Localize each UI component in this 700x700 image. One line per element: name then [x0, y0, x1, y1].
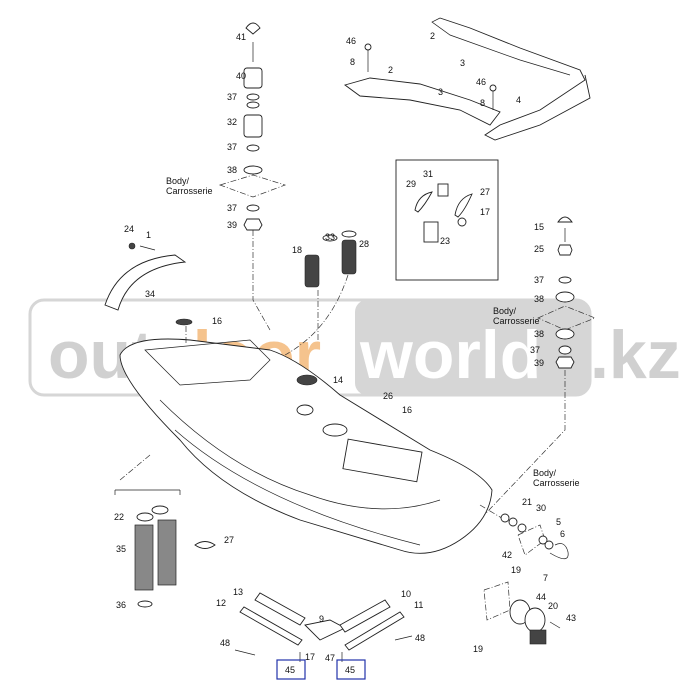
callout-21: 21: [522, 497, 532, 507]
callout-20: 20: [548, 601, 558, 611]
callout-42: 42: [502, 550, 512, 560]
grip-parts: [284, 230, 357, 356]
body-label-line1: Body/: [533, 468, 557, 478]
callout-26: 26: [383, 391, 393, 401]
callout-44: 44: [536, 592, 546, 602]
callout-22: 22: [114, 512, 124, 522]
watermark-kz: .kz: [590, 317, 681, 393]
callout-38: 38: [227, 165, 237, 175]
callout-23: 23: [440, 236, 450, 246]
callout-37: 37: [530, 345, 540, 355]
callout-17: 17: [305, 652, 315, 662]
callout-5: 5: [556, 517, 561, 527]
callout-38: 38: [534, 294, 544, 304]
callout-34: 34: [145, 289, 155, 299]
callout-12: 12: [216, 598, 226, 608]
callout-1: 1: [146, 230, 151, 240]
callout-29: 29: [406, 179, 416, 189]
callout-27: 27: [480, 187, 490, 197]
callout-2: 2: [430, 31, 435, 41]
callout-40: 40: [236, 71, 246, 81]
callout-46: 46: [476, 77, 486, 87]
callout-19: 19: [511, 565, 521, 575]
grab-handle-part: [104, 254, 187, 311]
callout-17: 17: [480, 207, 490, 217]
callout-43: 43: [566, 613, 576, 623]
callout-39: 39: [227, 220, 237, 230]
callout-38: 38: [534, 329, 544, 339]
callout-41: 41: [236, 32, 246, 42]
watercraft-hull: [114, 318, 493, 554]
callout-13: 13: [233, 587, 243, 597]
callout-labels: 41 40 37 32 37 38 37 39 46 8 2 2 3 3 46 …: [114, 31, 580, 680]
callout-14: 14: [333, 375, 343, 385]
callout-16: 16: [402, 405, 412, 415]
callout-19: 19: [473, 644, 483, 654]
callout-37: 37: [227, 92, 237, 102]
callout-25: 25: [534, 244, 544, 254]
callout-6: 6: [560, 529, 565, 539]
watermark-world: world: [359, 317, 541, 393]
callout-28: 28: [359, 239, 369, 249]
callout-47: 47: [325, 653, 335, 663]
body-label-line2: Carrosserie: [493, 316, 540, 326]
callout-9: 9: [319, 614, 324, 624]
rear-hardware-parts: [479, 504, 569, 645]
callout-36: 36: [116, 600, 126, 610]
callout-30: 30: [536, 503, 546, 513]
callout-15: 15: [534, 222, 544, 232]
callout-7: 7: [543, 573, 548, 583]
callout-8: 8: [480, 98, 485, 108]
callout-2: 2: [388, 65, 393, 75]
body-label-line2: Carrosserie: [533, 478, 580, 488]
callout-3: 3: [460, 58, 465, 68]
callout-46: 46: [346, 36, 356, 46]
hardware-kit-box: [395, 159, 499, 281]
callout-45-boxed: 45: [345, 665, 355, 675]
body-label-line1: Body/: [493, 306, 517, 316]
callout-35: 35: [116, 544, 126, 554]
callout-27: 27: [224, 535, 234, 545]
callout-48: 48: [220, 638, 230, 648]
right-mount-stack: [469, 216, 596, 531]
callout-32: 32: [227, 117, 237, 127]
callout-39: 39: [534, 358, 544, 368]
callout-11: 11: [414, 600, 423, 610]
callout-31: 31: [423, 169, 433, 179]
callout-37: 37: [227, 203, 237, 213]
callout-8: 8: [350, 57, 355, 67]
callout-37: 37: [534, 275, 544, 285]
body-label-line2: Carrosserie: [166, 186, 213, 196]
callout-18: 18: [292, 245, 302, 255]
callout-10: 10: [401, 589, 411, 599]
left-mount-stack: [218, 22, 287, 331]
callout-48: 48: [415, 633, 425, 643]
callout-3: 3: [438, 87, 443, 97]
seat-part: [343, 17, 591, 141]
trim-strip-parts: [234, 592, 413, 662]
callout-4: 4: [516, 95, 521, 105]
callout-16: 16: [212, 316, 222, 326]
callout-24: 24: [124, 224, 134, 234]
callout-33: 33: [325, 232, 335, 242]
callout-37: 37: [227, 142, 237, 152]
callout-45-boxed: 45: [285, 665, 295, 675]
spring-parts: [134, 505, 216, 608]
body-label-line1: Body/: [166, 176, 190, 186]
